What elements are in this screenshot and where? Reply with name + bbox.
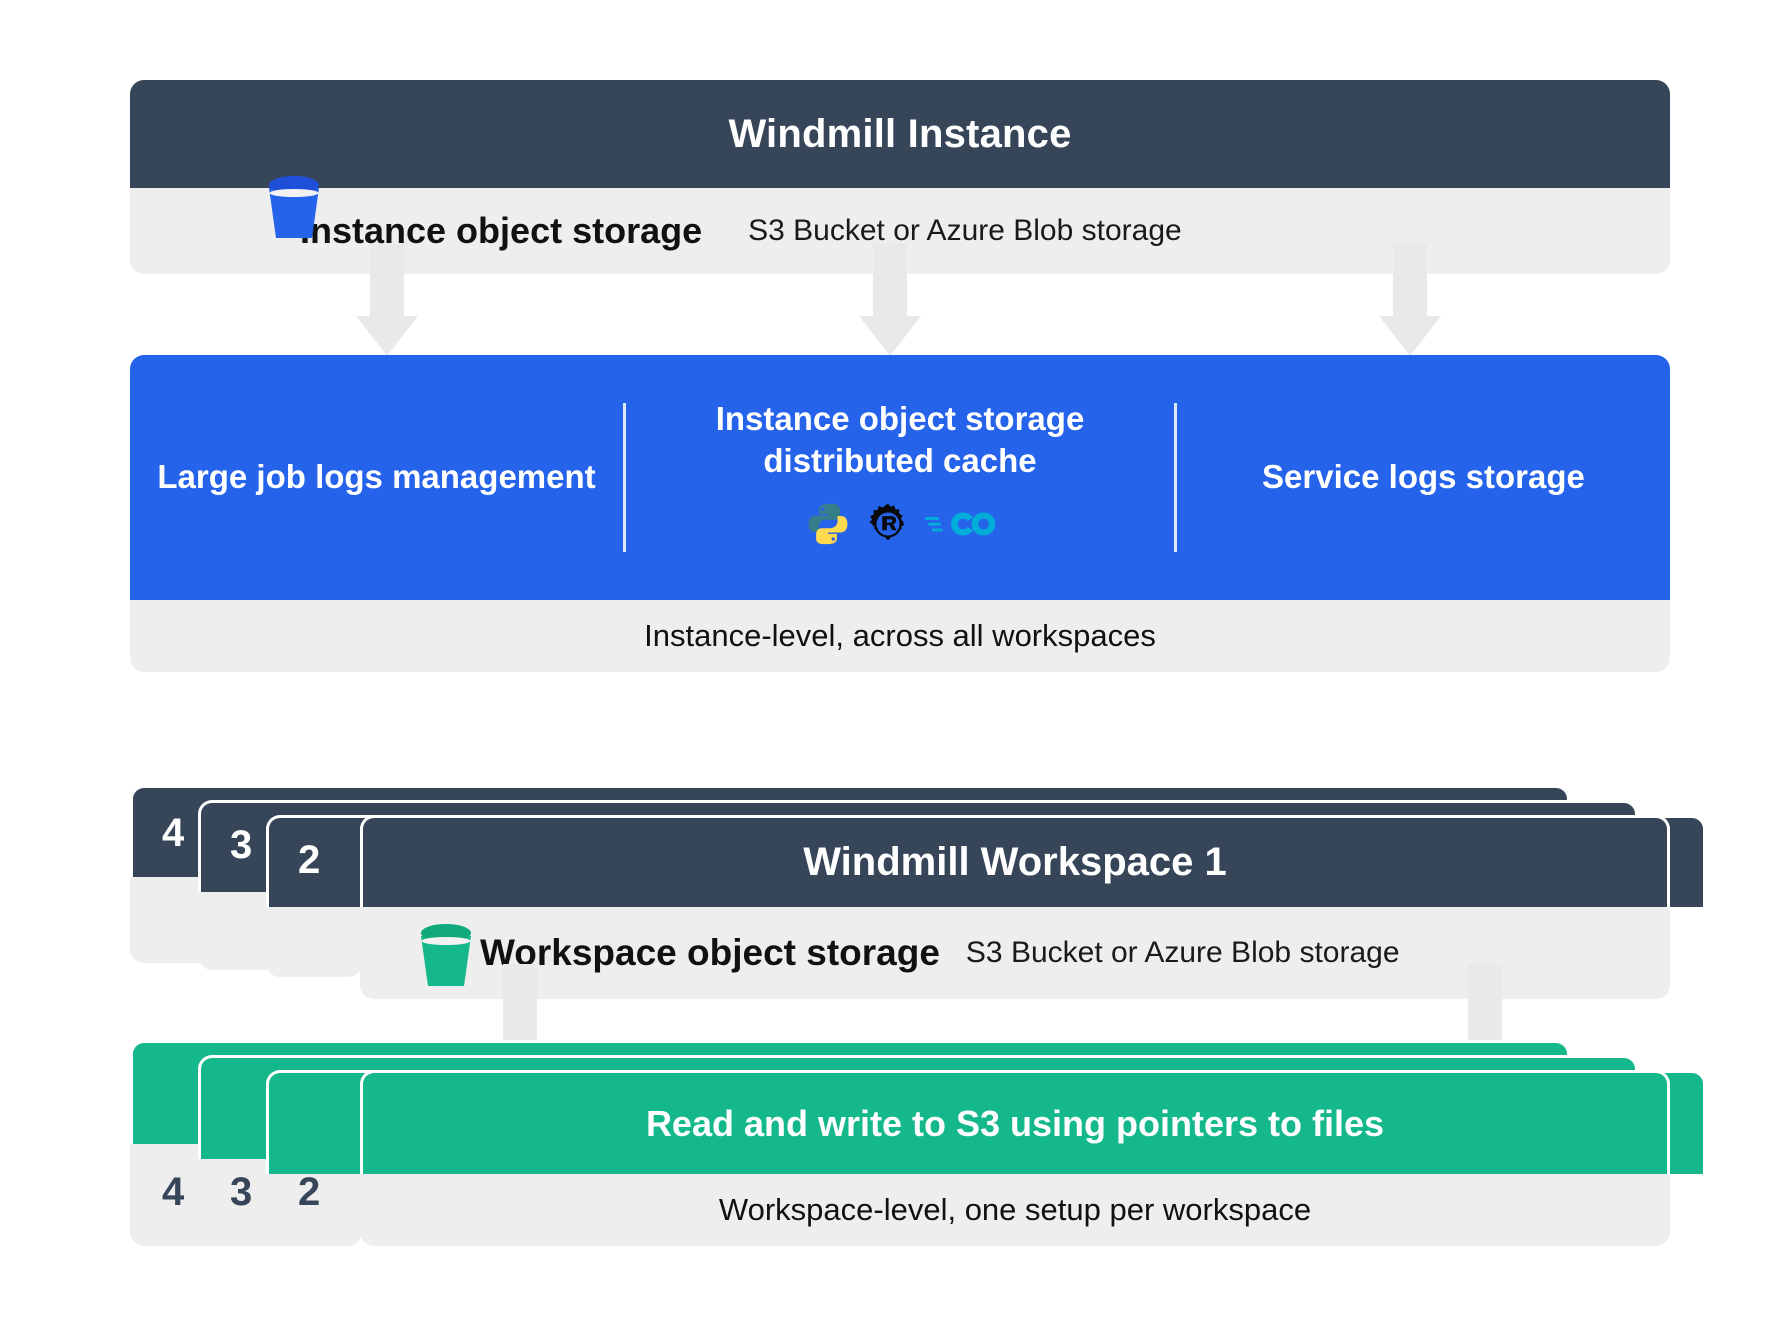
arrow-down-icon: [855, 244, 925, 356]
instance-features-card: Large job logs management Instance objec…: [130, 355, 1670, 672]
green-stack-layer-2-body: [266, 1174, 362, 1246]
workspace-storage-row: Workspace object storage S3 Bucket or Az…: [360, 907, 1670, 999]
arrow-head-icon: [356, 316, 418, 356]
workspace-storage-label: Workspace object storage: [480, 932, 940, 973]
arrow-stem-icon: [1393, 244, 1427, 318]
arrow-head-icon: [1379, 316, 1441, 356]
green-stack-number: 2: [298, 1170, 321, 1214]
arrow-down-icon: [352, 244, 422, 356]
green-footer: Workspace-level, one setup per workspace: [360, 1174, 1670, 1246]
rust-icon: [865, 501, 911, 557]
bucket-rim-highlight-icon: [421, 937, 471, 945]
workspace-title: Windmill Workspace 1: [360, 815, 1670, 907]
instance-card: Windmill Instance Instance object storag…: [130, 80, 1670, 274]
workspace-stack-number: 3: [230, 823, 253, 867]
instance-storage-label: Instance object storage: [300, 210, 703, 251]
instance-features-footer: Instance-level, across all workspaces: [130, 600, 1670, 672]
workspace-stack-number: 4: [162, 811, 185, 855]
workspace-storage-subtitle: S3 Bucket or Azure Blob storage: [965, 936, 1400, 969]
arrow-stem-icon: [370, 244, 404, 318]
green-stack-number: 3: [230, 1170, 253, 1214]
bucket-rim-highlight-icon: [269, 189, 319, 197]
feature-large-job-logs: Large job logs management: [130, 355, 623, 600]
green-title: Read and write to S3 using pointers to f…: [360, 1070, 1670, 1174]
language-logos: [805, 501, 996, 557]
instance-features-panel: Large job logs management Instance objec…: [130, 355, 1670, 600]
workspace-stack-layer-2-body: [266, 907, 362, 977]
feature-distributed-cache: Instance object storage distributed cach…: [626, 355, 1174, 600]
arrow-head-icon: [859, 316, 921, 356]
bucket-icon: [418, 924, 474, 986]
workspace-stack-number: 2: [298, 838, 321, 882]
arrow-down-icon: [1375, 244, 1445, 356]
green-stack-number: 4: [162, 1170, 185, 1214]
column-divider: [1173, 403, 1177, 552]
arrow-stem-icon: [873, 244, 907, 318]
feature-title: Instance object storage distributed cach…: [715, 400, 1085, 480]
instance-title: Windmill Instance: [130, 80, 1670, 188]
python-icon: [805, 501, 851, 557]
go-icon: [924, 504, 996, 554]
feature-title: Large job logs management: [157, 458, 596, 496]
column-divider: [623, 403, 627, 552]
instance-storage-subtitle: S3 Bucket or Azure Blob storage: [748, 214, 1182, 247]
feature-title: Service logs storage: [1262, 458, 1585, 496]
bucket-icon: [266, 176, 322, 238]
feature-service-logs: Service logs storage: [1177, 355, 1670, 600]
